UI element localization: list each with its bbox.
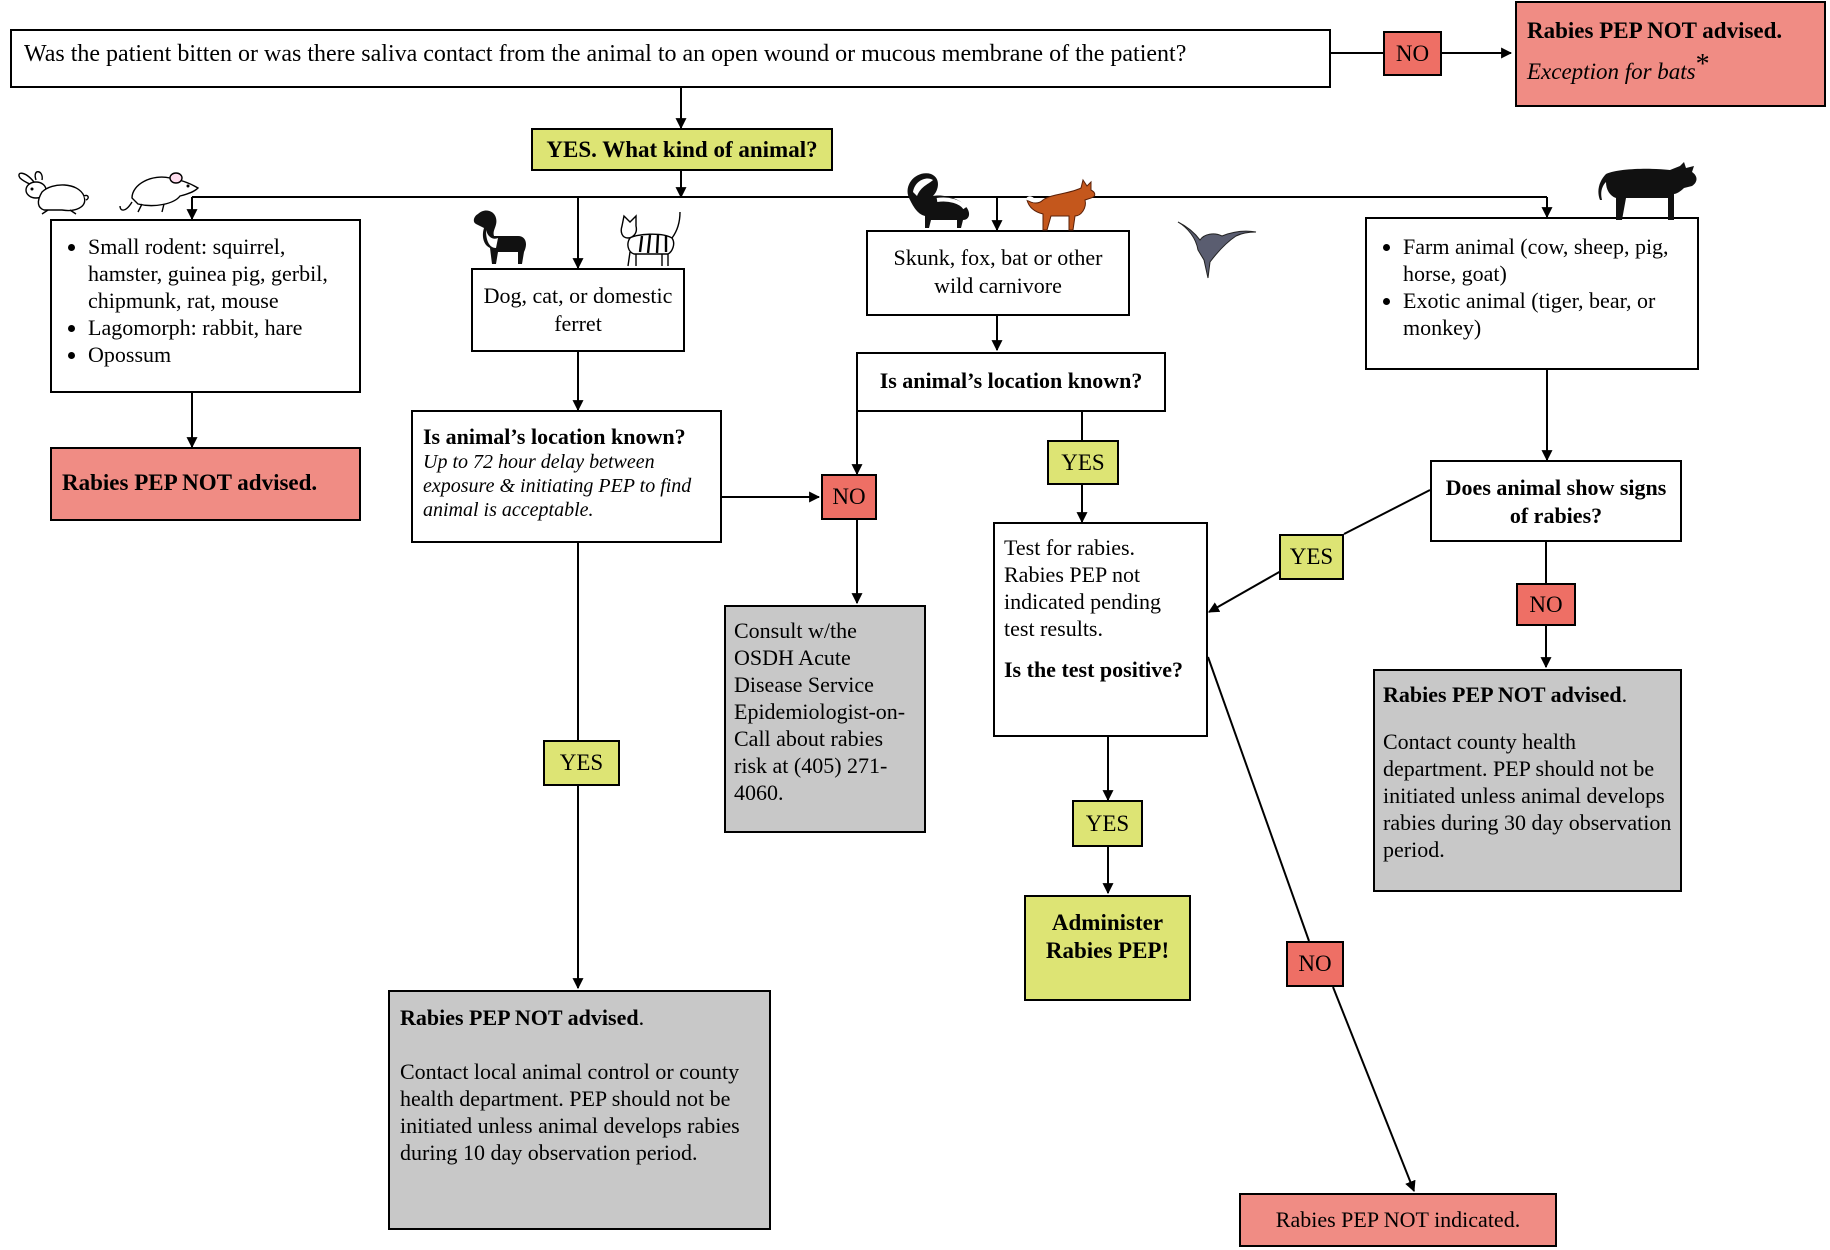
- exotic-animal-item: Exotic animal (tiger, bear, or monkey): [1403, 287, 1691, 341]
- farm-result-title: Rabies PEP NOT advised: [1383, 682, 1622, 707]
- pep-not-advised-title: Rabies PEP NOT advised.: [1527, 18, 1783, 43]
- cow-icon: [1598, 162, 1697, 220]
- yes-tag-test-positive: YES: [1072, 800, 1143, 847]
- bite-exposure-question-text: Was the patient bitten or was there sali…: [24, 41, 1187, 67]
- consult-epidemiologist-box: Consult w/the OSDH Acute Disease Service…: [724, 605, 926, 833]
- rabbit-icon: [18, 171, 89, 215]
- opossum-item: Opossum: [88, 341, 353, 368]
- consult-epidemiologist-text: Consult w/the OSDH Acute Disease Service…: [734, 618, 906, 805]
- bite-exposure-question: Was the patient bitten or was there sali…: [10, 29, 1331, 88]
- no-tag-no-signs-label: NO: [1529, 591, 1563, 617]
- farm-result-period: .: [1621, 682, 1628, 707]
- rabies-test-box: Test for rabies. Rabies PEP not indicate…: [993, 522, 1208, 737]
- mouse-icon: [119, 172, 200, 213]
- no-tag-exposure: NO: [1383, 31, 1442, 76]
- farm-exotic-box: Farm animal (cow, sheep, pig, horse, goa…: [1365, 217, 1699, 370]
- no-tag-location-unknown-label: NO: [832, 484, 866, 509]
- dog-icon: [473, 210, 526, 264]
- no-tag-test-negative-label: NO: [1298, 951, 1332, 976]
- wild-location-question: Is animal’s location known?: [856, 352, 1166, 412]
- farm-pep-not-advised-box: Rabies PEP NOT advised. Contact county h…: [1373, 669, 1682, 892]
- domestic-result-body: Contact local animal control or county h…: [400, 1059, 740, 1165]
- delay-note: Up to 72 hour delay between exposure & i…: [423, 451, 692, 521]
- yes-tag-domestic-located: YES: [543, 740, 620, 786]
- animal-type-question: YES. What kind of animal?: [531, 128, 833, 171]
- farm-result-body: Contact county health department. PEP sh…: [1383, 729, 1672, 862]
- yes-tag-signs-shown: YES: [1279, 534, 1344, 580]
- domestic-animal-box: Dog, cat, or domestic ferret: [471, 268, 685, 352]
- signs-of-rabies-text: Does animal show signs of rabies?: [1445, 475, 1667, 528]
- rodent-pep-not-advised: Rabies PEP NOT advised.: [50, 447, 361, 521]
- domestic-animal-text: Dog, cat, or domestic ferret: [483, 283, 673, 336]
- domestic-pep-not-advised-box: Rabies PEP NOT advised. Contact local an…: [388, 990, 771, 1230]
- farm-exotic-list: Farm animal (cow, sheep, pig, horse, goa…: [1373, 233, 1691, 341]
- rabies-test-text: Test for rabies. Rabies PEP not indicate…: [1004, 535, 1162, 641]
- test-positive-question: Is the test positive?: [1004, 657, 1184, 682]
- fox-icon: [1025, 178, 1096, 231]
- animal-type-question-text: YES. What kind of animal?: [546, 137, 818, 162]
- no-tag-location-unknown: NO: [821, 474, 877, 520]
- domestic-result-period: .: [638, 1005, 645, 1030]
- yes-tag-domestic-located-label: YES: [559, 750, 604, 775]
- pep-not-indicated-box: Rabies PEP NOT indicated.: [1239, 1193, 1557, 1247]
- rodent-lagomorph-box: Small rodent: squirrel, hamster, guinea …: [50, 219, 361, 393]
- farm-animal-item: Farm animal (cow, sheep, pig, horse, goa…: [1403, 233, 1691, 287]
- yes-tag-wild-located: YES: [1047, 440, 1119, 485]
- no-tag-test-negative: NO: [1286, 941, 1344, 987]
- domestic-location-question-text: Is animal’s location known?: [423, 424, 686, 449]
- domestic-result-title: Rabies PEP NOT advised: [400, 1005, 639, 1030]
- footnote-asterisk: *: [1695, 49, 1710, 80]
- yes-tag-wild-located-label: YES: [1061, 449, 1105, 475]
- rodent-list: Small rodent: squirrel, hamster, guinea …: [58, 233, 353, 368]
- domestic-location-question: Is animal’s location known? Up to 72 hou…: [411, 410, 722, 543]
- administer-pep-box: Administer Rabies PEP!: [1024, 895, 1191, 1001]
- rodent-item: Small rodent: squirrel, hamster, guinea …: [88, 233, 353, 314]
- cat-icon: [620, 211, 681, 267]
- bat-exception-note: Exception for bats: [1527, 59, 1696, 84]
- rodent-pep-not-advised-text: Rabies PEP NOT advised.: [62, 470, 318, 495]
- bat-icon: [1177, 221, 1257, 279]
- signs-of-rabies-question: Does animal show signs of rabies?: [1430, 460, 1682, 542]
- administer-pep-text: Administer Rabies PEP!: [1045, 910, 1170, 963]
- lagomorph-item: Lagomorph: rabbit, hare: [88, 314, 353, 341]
- yes-tag-test-positive-label: YES: [1085, 810, 1130, 836]
- no-tag-no-signs: NO: [1516, 583, 1576, 626]
- wild-location-question-text: Is animal’s location known?: [879, 368, 1143, 393]
- skunk-icon: [907, 173, 970, 228]
- no-tag-exposure-label: NO: [1395, 40, 1430, 66]
- wild-carnivore-text: Skunk, fox, bat or other wild carnivore: [893, 245, 1103, 298]
- yes-tag-signs-shown-label: YES: [1289, 544, 1334, 569]
- pep-not-advised-no-exposure: Rabies PEP NOT advised. Exception for ba…: [1515, 1, 1826, 107]
- pep-not-indicated-text: Rabies PEP NOT indicated.: [1275, 1207, 1521, 1232]
- wild-carnivore-box: Skunk, fox, bat or other wild carnivore: [866, 230, 1130, 316]
